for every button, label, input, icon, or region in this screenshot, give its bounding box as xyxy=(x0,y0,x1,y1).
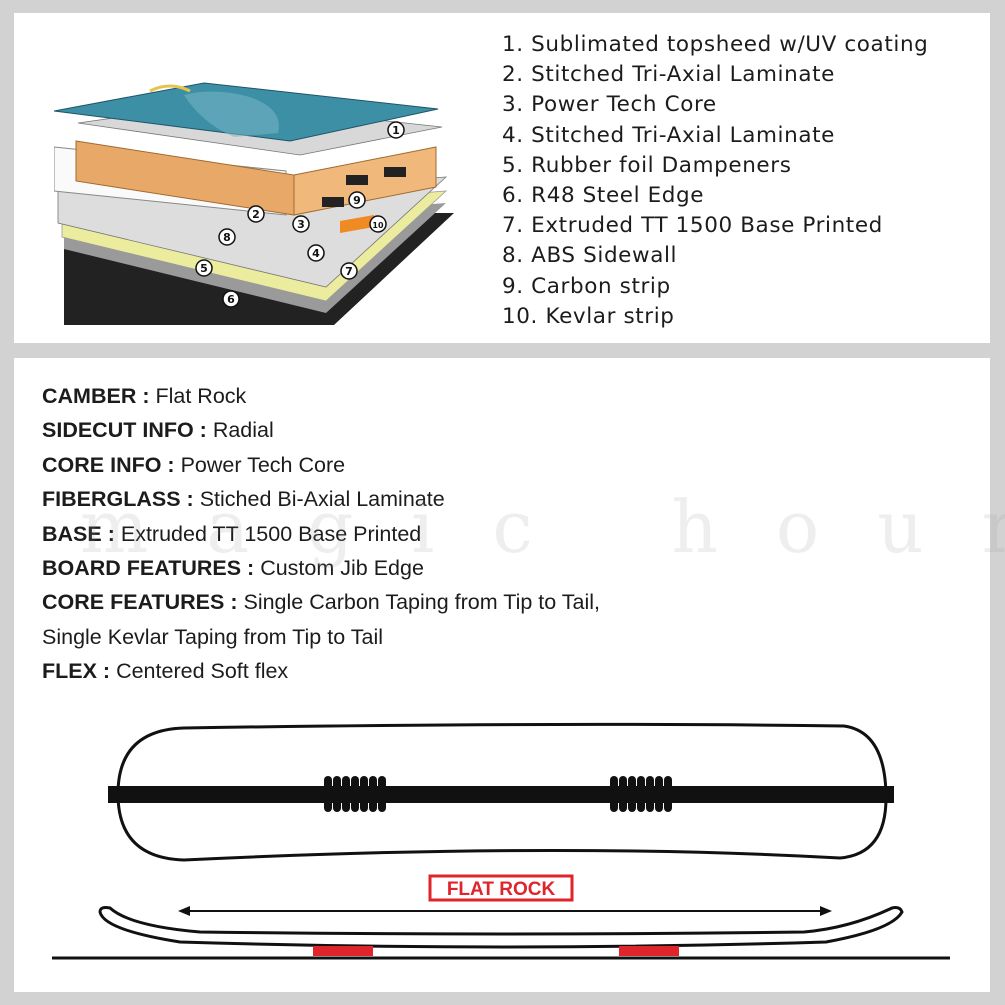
spec-core-info: CORE INFO : Power Tech Core xyxy=(42,452,346,477)
svg-text:9: 9 xyxy=(353,194,361,207)
callout-5: 5 xyxy=(195,259,213,277)
spec-core-features-cont: Single Kevlar Taping from Tip to Tail xyxy=(42,624,383,649)
layer-item: 3. Power Tech Core xyxy=(502,92,717,118)
layer-item: 7. Extruded TT 1500 Base Printed xyxy=(502,213,883,239)
layer-item: 10. Kevlar strip xyxy=(502,303,675,329)
svg-text:10: 10 xyxy=(372,221,384,230)
callout-1: 1 xyxy=(387,121,405,139)
layer-list: 1. Sublimated topsheed w/UV coating 2. S… xyxy=(502,30,928,332)
layer-item: 2. Stitched Tri-Axial Laminate xyxy=(502,62,835,88)
svg-text:6: 6 xyxy=(227,293,235,306)
callout-3: 3 xyxy=(292,215,310,233)
board-layers-illustration: 1 2 3 4 5 6 7 8 9 10 xyxy=(54,82,454,325)
board-profile-diagram: FLAT ROCK xyxy=(52,722,950,960)
spec-flex: FLEX : Centered Soft flex xyxy=(42,659,289,684)
svg-text:5: 5 xyxy=(200,262,208,275)
svg-text:2: 2 xyxy=(252,208,260,221)
layers-panel: 1 2 3 4 5 6 7 8 9 10 1. Sublimated topsheed w/UV … xyxy=(14,13,990,343)
spec-camber: CAMBER : Flat Rock xyxy=(42,384,247,408)
board-side-profile xyxy=(98,906,904,949)
layer-item: 5. Rubber foil Dampeners xyxy=(502,152,792,178)
layer-item: 8. ABS Sidewall xyxy=(502,243,678,269)
contact-point-left xyxy=(313,946,373,956)
spec-sidecut: SIDECUT INFO : Radial xyxy=(42,418,274,443)
spec-fiberglass: FIBERGLASS : Stiched Bi-Axial Laminate xyxy=(42,487,445,512)
spec-list: CAMBER : Flat Rock SIDECUT INFO : Radial… xyxy=(42,379,600,689)
layer-item: 1. Sublimated topsheed w/UV coating xyxy=(502,32,929,57)
spec-base: BASE : Extruded TT 1500 Base Printed xyxy=(42,521,422,546)
svg-text:4: 4 xyxy=(312,247,320,260)
svg-text:8: 8 xyxy=(223,231,231,244)
callout-4: 4 xyxy=(307,244,325,262)
callout-10: 10 xyxy=(369,215,387,233)
carbon-kevlar-strip xyxy=(108,786,894,803)
specs-panel: CAMBER : Flat Rock SIDECUT INFO : Radial… xyxy=(14,358,990,992)
spec-core-features: CORE FEATURES : Single Carbon Taping fro… xyxy=(42,590,601,615)
contact-point-right xyxy=(619,946,679,956)
callout-8: 8 xyxy=(218,228,236,246)
svg-text:7: 7 xyxy=(345,265,353,278)
callout-7: 7 xyxy=(340,262,358,280)
flat-rock-label: FLAT ROCK xyxy=(447,879,556,900)
callout-9: 9 xyxy=(348,191,366,209)
layer-item: 4. Stitched Tri-Axial Laminate xyxy=(502,122,835,148)
flat-rock-label-box xyxy=(428,874,574,902)
callout-6: 6 xyxy=(222,290,240,308)
insert-pattern-right xyxy=(610,776,672,812)
callout-2: 2 xyxy=(247,205,265,223)
insert-pattern-left xyxy=(324,776,386,812)
svg-text:3: 3 xyxy=(297,218,305,231)
spec-board-features: BOARD FEATURES : Custom Jib Edge xyxy=(42,556,424,581)
layer-item: 9. Carbon strip xyxy=(502,273,671,299)
svg-text:1: 1 xyxy=(392,124,400,137)
layer-item: 6. R48 Steel Edge xyxy=(502,183,705,209)
